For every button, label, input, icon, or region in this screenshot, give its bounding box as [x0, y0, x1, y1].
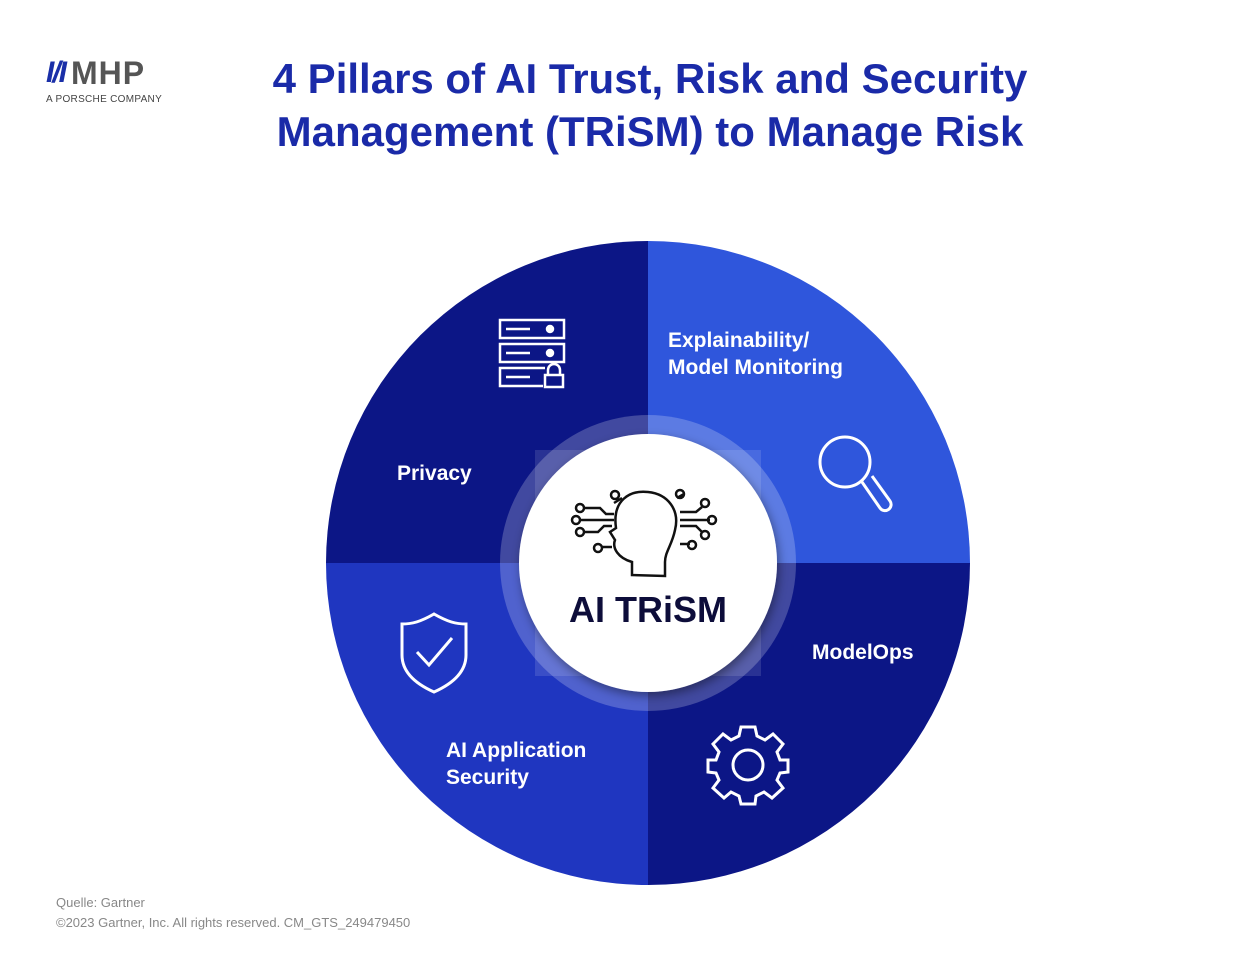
footer: Quelle: Gartner ©2023 Gartner, Inc. All …	[56, 893, 410, 933]
center-label: AI TRiSM	[569, 589, 727, 630]
title-line-2: Management (TRiSM) to Manage Risk	[276, 108, 1024, 155]
magnifier-icon	[818, 435, 893, 513]
pillar-privacy-label: Privacy	[397, 462, 472, 485]
pillar-app-security-label-1: AI Application	[446, 739, 586, 762]
pillar-modelops-label: ModelOps	[812, 641, 914, 664]
head-circuit-icon	[570, 488, 718, 578]
center-circle	[519, 434, 777, 692]
pillar-explainability-label-1: Explainability/	[668, 329, 809, 352]
logo-subtitle: A PORSCHE COMPANY	[46, 94, 163, 105]
pillar-app-security-label-2: Security	[446, 766, 529, 789]
pillar-explainability-label-2: Model Monitoring	[668, 356, 843, 379]
page-title: 4 Pillars of AI Trust, Risk and Security…	[200, 52, 1100, 158]
gear-icon	[706, 725, 790, 806]
source-text: Quelle: Gartner	[56, 895, 145, 910]
copyright-text: ©2023 Gartner, Inc. All rights reserved.…	[56, 915, 411, 930]
logo-bars-icon: I/I	[46, 56, 67, 89]
logo-text: MHP	[71, 54, 146, 91]
title-line-1: 4 Pillars of AI Trust, Risk and Security	[272, 55, 1028, 102]
server-lock-icon	[498, 318, 566, 389]
shield-check-icon	[400, 612, 468, 694]
